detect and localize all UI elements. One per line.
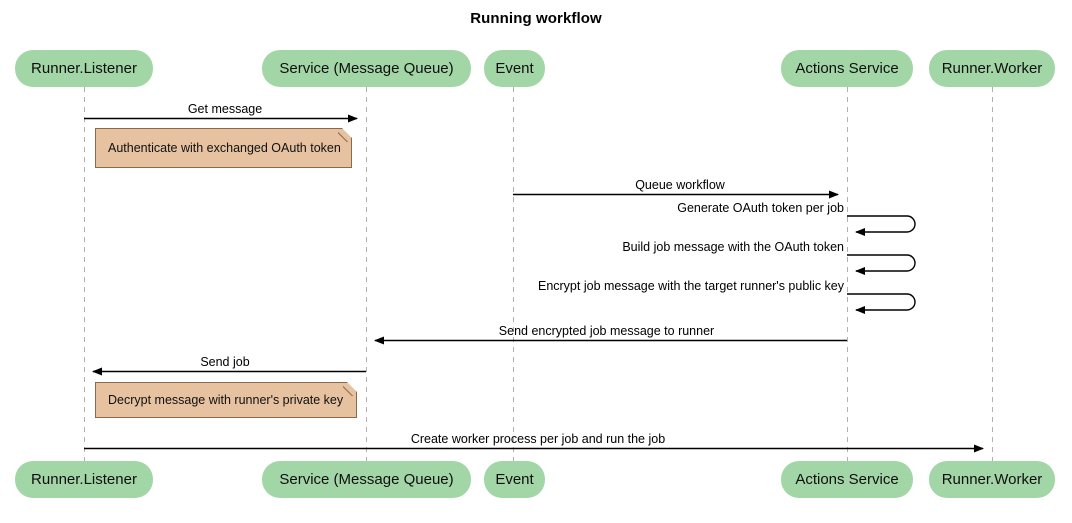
message-label-generate-oauth-token-per-job: Generate OAuth token per job <box>677 201 844 215</box>
actor-runner-worker-bottom[interactable]: Runner.Worker <box>929 461 1055 498</box>
actor-label: Event <box>495 471 534 488</box>
arrows-group <box>84 114 984 453</box>
note-decrypt-message-with-runners-private-key: Decrypt message with runner's private ke… <box>95 382 357 418</box>
actor-label: Actions Service <box>795 471 899 488</box>
actor-runner-listener-bottom[interactable]: Runner.Listener <box>15 461 153 498</box>
actor-label: Runner.Worker <box>941 60 1043 77</box>
message-label-queue-workflow: Queue workflow <box>635 178 725 192</box>
lifelines-group <box>84 87 993 461</box>
message-build-job-message-with-the-oauth-token <box>847 254 916 275</box>
message-label-create-worker-process-per-job-and-run-the-job: Create worker process per job and run th… <box>410 432 666 446</box>
note-label: Authenticate with exchanged OAuth token <box>108 141 341 155</box>
message-label-get-message: Get message <box>187 102 263 116</box>
actor-label: Service (Message Queue) <box>279 60 454 77</box>
actor-label: Runner.Listener <box>31 60 137 77</box>
note-label: Decrypt message with runner's private ke… <box>108 393 344 407</box>
message-label-send-encrypted-job-message-to-runner: Send encrypted job message to runner <box>498 324 715 338</box>
message-generate-oauth-token-per-job <box>847 215 916 236</box>
actor-actions-service-bottom[interactable]: Actions Service <box>781 461 913 498</box>
actor-service-message-queue-bottom[interactable]: Service (Message Queue) <box>262 461 471 498</box>
actor-label: Runner.Listener <box>31 471 137 488</box>
note-authenticate-with-exchanged-oauth-token: Authenticate with exchanged OAuth token <box>95 128 352 168</box>
actor-service-message-queue-top[interactable]: Service (Message Queue) <box>262 50 471 87</box>
message-encrypt-job-message-with-the-target-runners-public-key <box>847 293 916 314</box>
message-label-encrypt-job-message-with-the-target-runners-public-key: Encrypt job message with the target runn… <box>537 279 844 293</box>
message-label-send-job: Send job <box>200 355 250 369</box>
note-fold-edge-icon <box>343 382 357 396</box>
actor-runner-worker-top[interactable]: Runner.Worker <box>929 50 1055 87</box>
actor-event-top[interactable]: Event <box>484 50 545 87</box>
message-label-build-job-message-with-the-oauth-token: Build job message with the OAuth token <box>622 240 844 254</box>
actor-label: Service (Message Queue) <box>279 471 454 488</box>
page-title: Running workflow <box>470 10 602 27</box>
actor-label: Runner.Worker <box>941 471 1043 488</box>
actor-event-bottom[interactable]: Event <box>484 461 545 498</box>
actor-actions-service-top[interactable]: Actions Service <box>781 50 913 87</box>
actor-label: Actions Service <box>795 60 899 77</box>
note-fold-edge-icon <box>338 128 352 142</box>
actor-label: Event <box>495 60 534 77</box>
actor-runner-listener-top[interactable]: Runner.Listener <box>15 50 153 87</box>
